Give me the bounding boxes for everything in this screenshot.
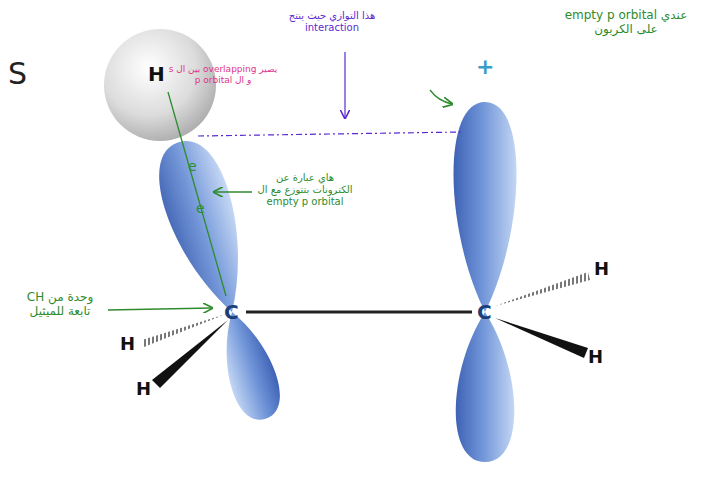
atom-label: C bbox=[224, 300, 239, 324]
interaction-line bbox=[198, 132, 462, 136]
p-orbital-lobe bbox=[453, 102, 516, 312]
sp3-lobe bbox=[147, 132, 264, 322]
hashed-bond bbox=[495, 272, 590, 306]
hashed-bond bbox=[142, 314, 226, 347]
atom-label: H bbox=[120, 333, 135, 355]
slide-letter: S bbox=[8, 56, 27, 92]
wedge-bond bbox=[495, 318, 588, 358]
hydrogen-sphere bbox=[104, 29, 216, 141]
cc-bond bbox=[246, 311, 472, 314]
p-orbital-lobe bbox=[456, 312, 515, 462]
note-text: هاي عبارة عن الكترونات بتتوزع مع ال empt… bbox=[256, 172, 354, 208]
pointer-arrow bbox=[108, 308, 212, 310]
note-text: وحدة من CH تابعة للميثيل bbox=[14, 290, 106, 319]
electron-mark: e bbox=[188, 158, 197, 175]
axis-line bbox=[168, 92, 226, 296]
atom-label: H bbox=[594, 258, 609, 280]
atom-label: H bbox=[588, 346, 603, 368]
note-text: عندي empty p orbital على الكربون bbox=[556, 8, 696, 37]
atom-label: H bbox=[148, 62, 165, 86]
electron-mark: e bbox=[196, 200, 205, 217]
charge-sign: + bbox=[476, 54, 494, 80]
atom-label: C bbox=[477, 300, 492, 324]
atom-label: H bbox=[136, 378, 151, 400]
sp3-small-lobe bbox=[210, 305, 288, 426]
note-text: هذا التوازي حيث ينتج interaction bbox=[282, 10, 382, 34]
note-text: يصير overlapping بين ال s و ال p orbital bbox=[168, 64, 278, 86]
pointer-arrow bbox=[344, 52, 345, 118]
pointer-arrow bbox=[430, 90, 452, 104]
pointer-arrow bbox=[214, 191, 252, 192]
wedge-bond bbox=[152, 320, 228, 388]
